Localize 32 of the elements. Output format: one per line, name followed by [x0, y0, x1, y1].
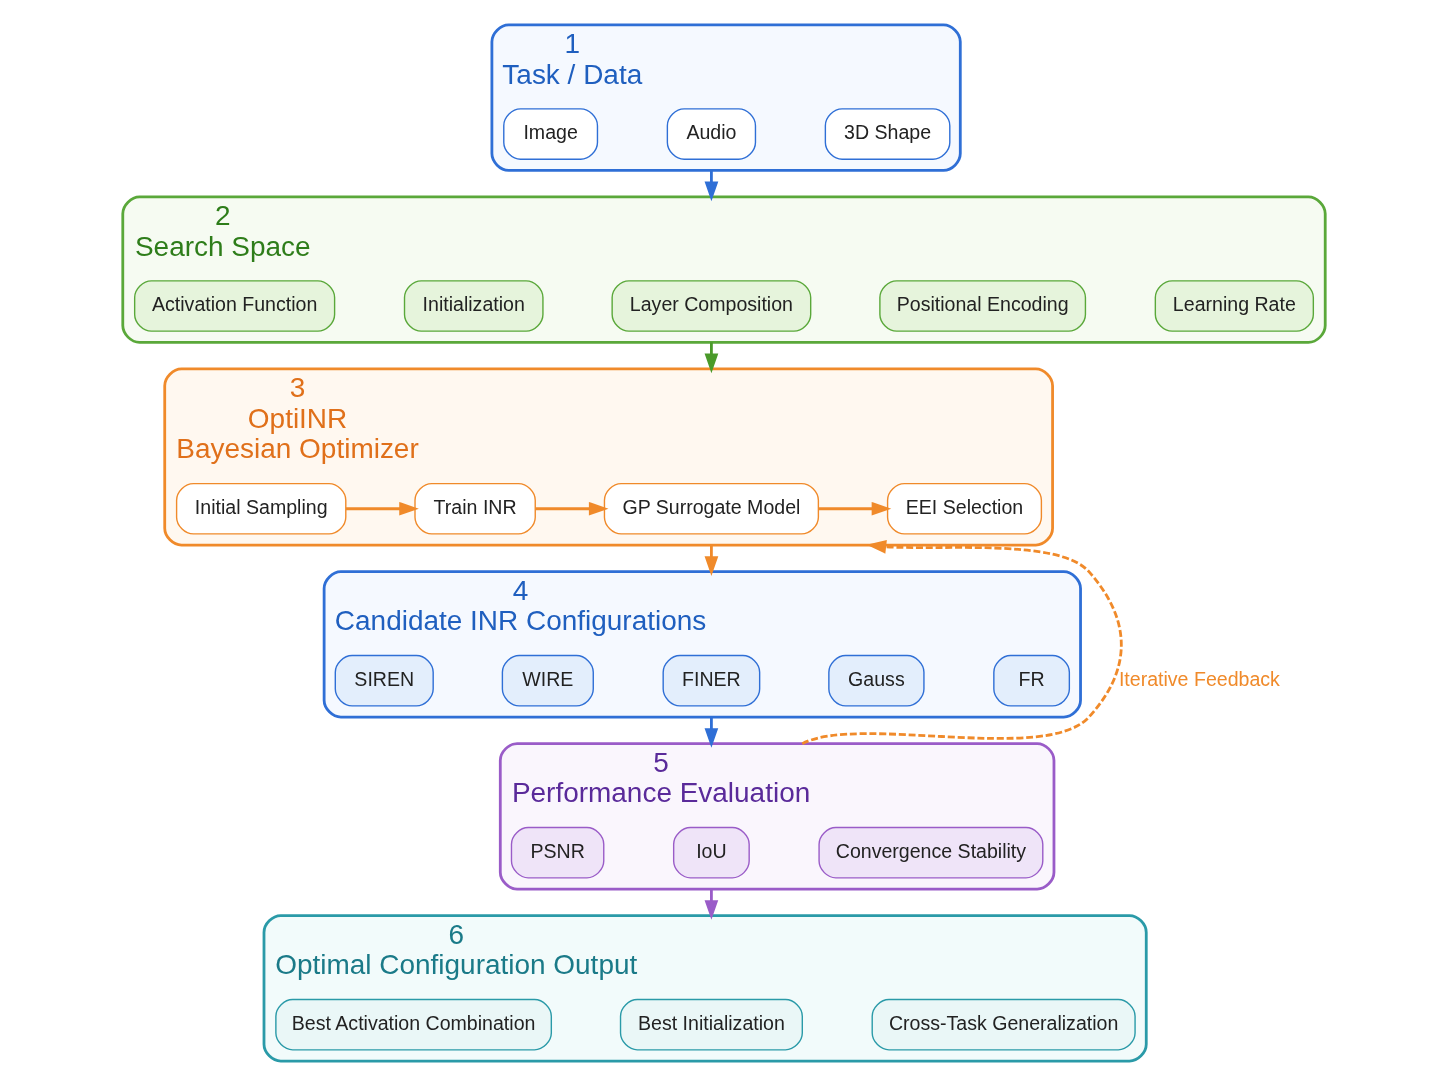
node-box: Convergence Stability [818, 826, 1044, 879]
arrow [704, 342, 719, 374]
arrow [704, 545, 719, 576]
node-box: Layer Composition [611, 280, 812, 332]
node-box: Image [503, 108, 599, 160]
node-box: 3D Shape [824, 108, 951, 160]
node-box: IoU [672, 826, 750, 879]
node-box: Cross-Task Generalization [871, 998, 1136, 1051]
node-box: Positional Encoding [879, 280, 1087, 332]
node-box: GP Surrogate Model [603, 482, 820, 535]
node-box: Best Activation Combination [275, 998, 553, 1051]
node-box: FR [993, 654, 1071, 707]
node-box: FINER [662, 654, 761, 707]
arrow [704, 717, 719, 748]
node-box: Initialization [403, 280, 544, 332]
arrow [704, 170, 719, 202]
arrow [704, 889, 719, 920]
node-box: Best Initialization [619, 998, 803, 1051]
arrow [535, 501, 609, 516]
node-box: SIREN [334, 654, 434, 707]
node-box: Gauss [828, 654, 925, 707]
node-box: Train INR [414, 482, 536, 535]
arrow [818, 501, 892, 516]
node-box: EEI Selection [886, 482, 1043, 535]
node-box: Initial Sampling [175, 482, 347, 535]
edge-label: Iterative Feedback [1118, 667, 1280, 690]
arrow [346, 501, 419, 516]
node-box: Audio [666, 108, 757, 160]
node-box: Learning Rate [1154, 280, 1315, 332]
node-box: PSNR [510, 826, 605, 879]
node-box: WIRE [501, 654, 594, 707]
node-box: Activation Function [133, 280, 336, 332]
